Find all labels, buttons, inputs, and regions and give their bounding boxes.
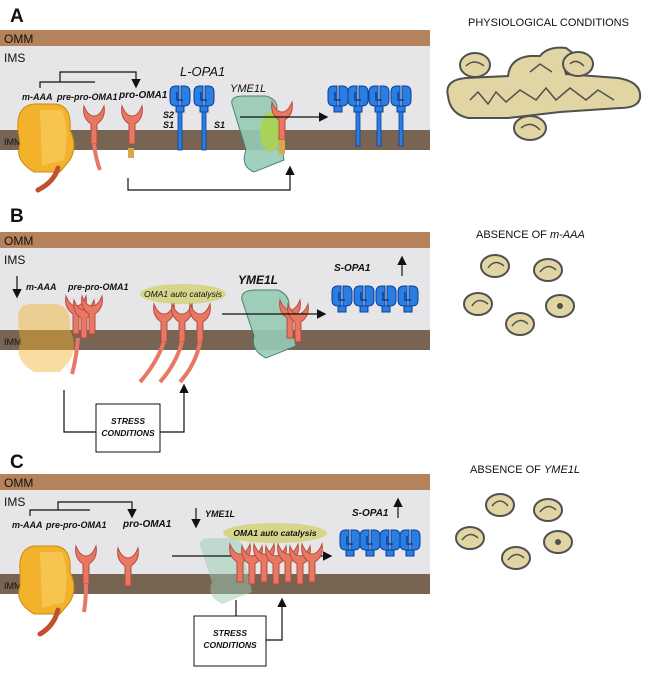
pro-oma1-label: pro-OMA1 [118,90,168,101]
fragmented-mitochondria-b-icon [463,254,575,336]
yme1l-label: YME1L [238,273,278,287]
imm-band [0,330,430,350]
pre-pro-oma1-label: pre-pro-OMA1 [67,282,129,292]
panel-b: B OMM IMS IMM m-AAA pre-pro-OMA1 OMA1 au… [0,206,585,453]
stress-label: STRESS [111,416,145,426]
yme1l-complex [231,95,285,173]
condition-c-title: ABSENCE OF YME1L [470,464,580,476]
imm-label: IMM [4,137,22,147]
s1-label-b: S1 [214,120,225,130]
stress-conditions-box: STRESS CONDITIONS [193,615,267,667]
condition-a-title: PHYSIOLOGICAL CONDITIONS [468,17,629,29]
s2-label: S2 [163,110,174,120]
m-aaa-complex [18,545,75,637]
panel-a: A OMM IMS IMM m-AAA pre-pro-OMA1 pro-OMA… [0,6,642,193]
omm-band [0,30,430,46]
panel-c-letter: C [10,452,24,473]
panel-a-letter: A [10,6,24,27]
conditions-label: CONDITIONS [101,428,155,438]
imm-label: IMM [4,337,22,347]
oma1-auto-catalysis-label: OMA1 auto catalysis [144,289,223,299]
conditions-label: CONDITIONS [203,640,257,650]
stress-label: STRESS [213,628,247,638]
tubular-mitochondrion-icon [446,46,642,119]
omm-label: OMM [4,32,33,46]
m-aaa-label: m-AAA [12,520,43,530]
round-mitochondrion-icon [459,51,594,141]
oma1-auto-catalysis-bubble: OMA1 auto catalysis [140,284,226,304]
faded-m-aaa-complex [18,304,74,372]
ims-label: IMS [4,495,25,509]
yme1l-label: YME1L [205,509,235,519]
panel-c: C OMM IMS IMM m-AAA pre-pro-OMA1 pro-OMA… [0,452,580,667]
s-opa1-label: S-OPA1 [352,508,389,519]
pro-oma1-label: pro-OMA1 [122,519,172,530]
imm-band [0,130,430,150]
fragmented-mitochondria-c-icon [455,493,573,570]
omm-band [0,232,430,248]
pre-pro-oma1-label: pre-pro-OMA1 [45,520,107,530]
m-aaa-label: m-AAA [22,92,53,102]
m-aaa-label: m-AAA [26,282,57,292]
l-opa1-label: L-OPA1 [180,64,225,79]
s1-label-a: S1 [163,120,174,130]
omm-label: OMM [4,234,33,248]
oma1-auto-catalysis-bubble: OMA1 auto catalysis [223,523,327,543]
m-aaa-complex [17,103,75,193]
imm-label: IMM [4,581,22,591]
oma1-auto-catalysis-label: OMA1 auto catalysis [233,528,316,538]
ims-label: IMS [4,253,25,267]
pre-pro-oma1-label: pre-pro-OMA1 [56,92,118,102]
s-opa1-label: S-OPA1 [334,263,371,274]
ims-label: IMS [4,51,25,65]
stress-conditions-box: STRESS CONDITIONS [95,403,161,453]
panel-b-letter: B [10,206,24,227]
condition-b-title: ABSENCE OF m-AAA [476,229,585,241]
omm-label: OMM [4,476,33,490]
yme1l-label: YME1L [230,83,266,95]
omm-band [0,474,430,490]
